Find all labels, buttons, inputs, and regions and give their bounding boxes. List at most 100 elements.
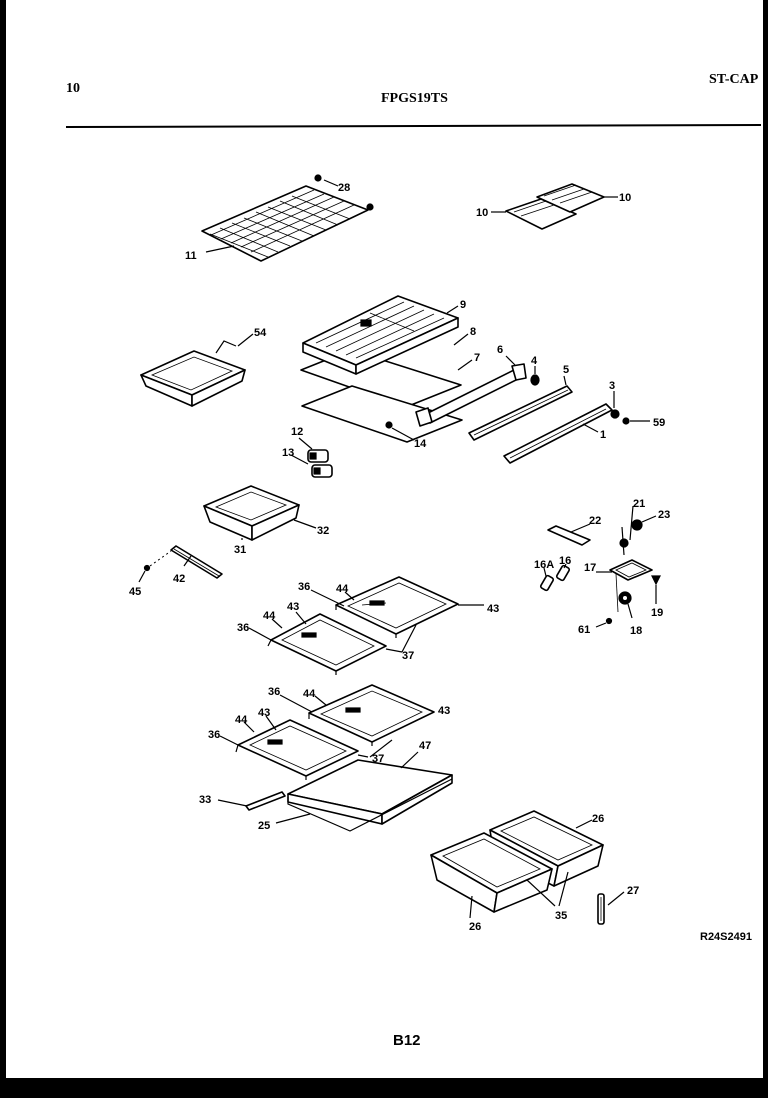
part-screw-14: [385, 421, 393, 429]
callout-32: 32: [317, 525, 329, 537]
leader-14: [391, 427, 415, 441]
part-trim-strip-33: [245, 791, 286, 811]
part-slide-rail-upper: [468, 385, 573, 441]
leader-37a: [385, 648, 403, 653]
leader-35b: [558, 871, 569, 907]
header-right-code: ST-CAP: [709, 72, 759, 87]
callout-43d: 43: [258, 707, 270, 719]
callout-36b: 36: [237, 622, 249, 634]
part-rail-bracket: [415, 363, 527, 427]
header-left-number: 10: [66, 81, 80, 96]
leader-25: [275, 813, 311, 824]
callout-1: 1: [600, 429, 606, 441]
callout-11: 11: [185, 250, 197, 262]
leader-44d: [243, 721, 255, 733]
leader-36a: [310, 589, 345, 607]
part-freezer-bin: [140, 340, 246, 407]
callout-44c: 44: [303, 688, 316, 700]
leader-43d: [265, 715, 277, 731]
callout-16: 16: [559, 555, 571, 567]
callout-25: 25: [258, 820, 270, 832]
callout-36a: 36: [298, 581, 310, 593]
callout-44b: 44: [263, 610, 276, 622]
part-rollers: [307, 449, 333, 478]
leader-32: [293, 519, 317, 529]
leader-11: [205, 245, 235, 253]
callout-23: 23: [658, 509, 670, 521]
callout-19: 19: [651, 607, 663, 619]
callout-12: 12: [291, 426, 303, 438]
leader-5: [563, 375, 567, 386]
callout-59: 59: [653, 417, 665, 429]
callout-9: 9: [460, 299, 466, 311]
leader-36d: [219, 735, 239, 746]
callout-26a: 26: [592, 813, 604, 825]
callout-33: 33: [199, 794, 211, 806]
part-crisper-cover-assembly: [300, 295, 463, 443]
leader-37b-2: [369, 739, 393, 758]
leader-35a: [526, 879, 556, 907]
parts-diagram-sheet: 10 FPGS19TS ST-CAP 28 11 10 10: [6, 0, 763, 1078]
callout-17: 17: [584, 562, 596, 574]
leader-44a: [344, 591, 355, 601]
callout-13: 13: [282, 447, 294, 459]
callout-7: 7: [474, 352, 480, 364]
callout-36d: 36: [208, 729, 220, 741]
part-hinge-assembly: [539, 519, 661, 625]
leader-16: [563, 563, 567, 569]
leader-26a: [575, 819, 593, 829]
callout-43b: 43: [287, 601, 299, 613]
callout-6: 6: [497, 344, 503, 356]
exploded-parts-diagram: 10 FPGS19TS ST-CAP 28 11 10 10: [65, 72, 762, 1049]
callout-18: 18: [630, 625, 642, 637]
leader-36b: [248, 627, 272, 641]
callout-31: 31: [234, 544, 246, 556]
page-number: B12: [393, 1032, 421, 1049]
callout-44a: 44: [336, 583, 349, 595]
leader-28: [323, 179, 339, 187]
leader-13: [290, 454, 309, 465]
leader-61: [595, 622, 607, 628]
leader-12: [298, 437, 313, 450]
part-4: [530, 374, 540, 386]
callout-26b: 26: [469, 921, 481, 933]
part-screw-59: [622, 417, 630, 425]
leader-45: [138, 570, 146, 583]
part-crisper-drawer-left: [430, 832, 553, 913]
leader-8: [453, 333, 469, 346]
callout-10b: 10: [619, 192, 631, 204]
part-glass-shelf-upper-left: [267, 613, 387, 675]
leader-54: [237, 333, 254, 347]
callout-21: 21: [633, 498, 645, 510]
callout-43c: 43: [438, 705, 450, 717]
part-shelf-support-rail: [143, 545, 223, 579]
callout-54: 54: [254, 327, 267, 339]
callout-3: 3: [609, 380, 615, 392]
leader-44b: [271, 618, 283, 629]
leader-43b: [295, 611, 307, 625]
leader-26b: [469, 895, 473, 919]
callout-42: 42: [173, 573, 185, 585]
drawing-code: R24S2491: [700, 931, 752, 943]
leader-6: [505, 355, 516, 366]
leader-36c: [279, 694, 313, 713]
leader-7: [457, 359, 473, 371]
callout-4: 4: [531, 355, 538, 367]
leader-37b: [357, 754, 369, 758]
callout-5: 5: [563, 364, 569, 376]
leader-22: [570, 523, 591, 533]
callout-37a: 37: [402, 650, 414, 662]
callout-28: 28: [338, 182, 350, 194]
callout-22: 22: [589, 515, 601, 527]
part-glass-shelf-upper-right: [335, 576, 459, 638]
leader-47: [400, 751, 419, 769]
leader-1: [582, 423, 599, 433]
callout-27: 27: [627, 885, 639, 897]
leader-23: [641, 515, 657, 523]
part-27: [597, 893, 605, 925]
part-shelf-frame-25: [287, 778, 453, 832]
callout-47: 47: [419, 740, 431, 752]
callout-10a: 10: [476, 207, 488, 219]
callout-37b: 37: [372, 753, 384, 765]
callout-36c: 36: [268, 686, 280, 698]
